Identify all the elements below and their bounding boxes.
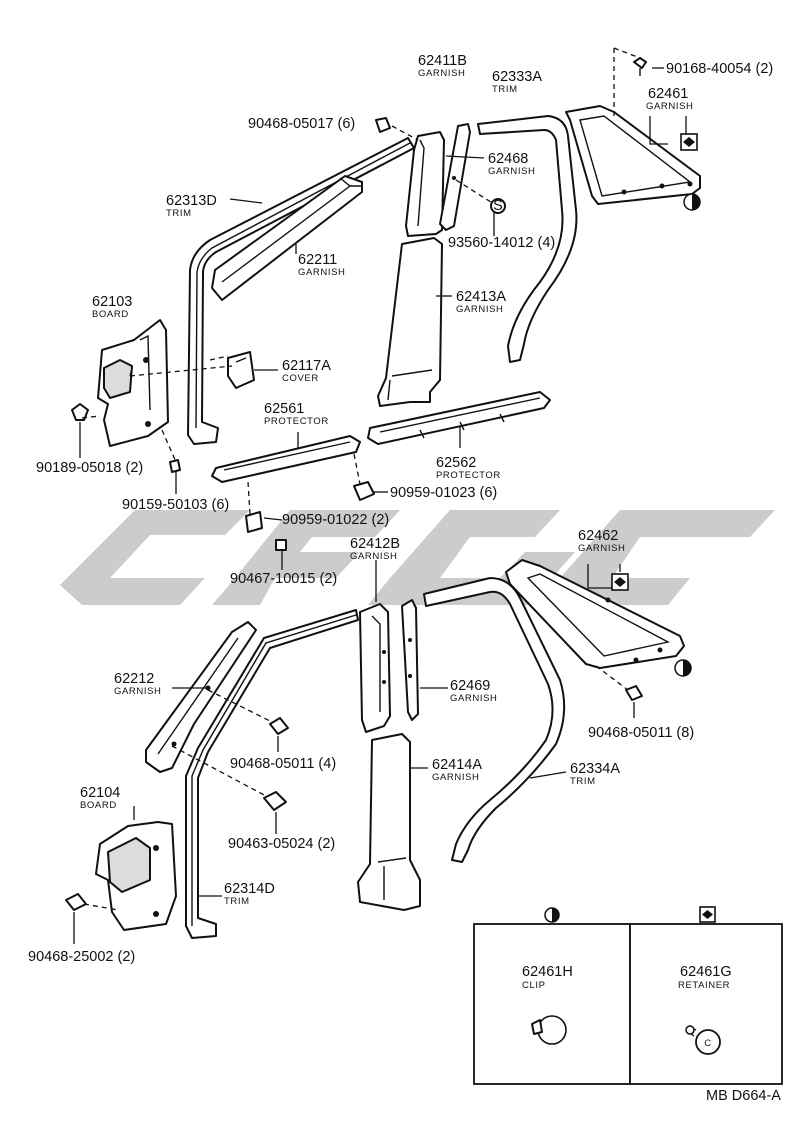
- garnish-62212: [145, 621, 257, 773]
- detail-box-retainer: [629, 923, 783, 1085]
- garnish-62469: [401, 599, 419, 721]
- label-90468-25002: 90468-25002 (2): [28, 949, 135, 965]
- label-62461: 62461: [648, 86, 688, 102]
- trim-62333A: [477, 115, 578, 363]
- label-62468-name: GARNISH: [488, 166, 535, 177]
- symbol-diamond-box-icon: [611, 133, 716, 923]
- label-62461-name: GARNISH: [646, 101, 693, 112]
- label-62333A: 62333A: [492, 69, 542, 85]
- garnish-62414A: [357, 733, 421, 911]
- label-62313D: 62313D: [166, 193, 217, 209]
- garnish-62461: [565, 105, 701, 205]
- garnish-62412B: [359, 603, 391, 733]
- label-90463-05024: 90463-05024 (2): [228, 836, 335, 852]
- label-62469: 62469: [450, 678, 490, 694]
- label-62103-name: BOARD: [92, 309, 129, 320]
- symbol-half-circle-icon: [544, 193, 701, 923]
- label-62212: 62212: [114, 671, 154, 687]
- label-90959-01022: 90959-01022 (2): [282, 512, 389, 528]
- label-90189-05018: 90189-05018 (2): [36, 460, 143, 476]
- doc-code: MB D664-A: [706, 1088, 781, 1104]
- board-62104: [95, 821, 177, 931]
- label-62414A: 62414A: [432, 757, 482, 773]
- leader-lines-upper: [79, 47, 687, 570]
- label-62334A: 62334A: [570, 761, 620, 777]
- label-62414A-name: GARNISH: [432, 772, 479, 783]
- garnish-62211: [211, 175, 363, 301]
- retainer-c-mark: C: [704, 1038, 711, 1049]
- label-62333A-name: TRIM: [492, 84, 518, 95]
- label-90468-05011-8: 90468-05011 (8): [588, 725, 694, 741]
- label-62314D: 62314D: [224, 881, 275, 897]
- label-62104-name: BOARD: [80, 800, 117, 811]
- label-62313D-name: TRIM: [166, 208, 192, 219]
- label-90468-05017: 90468-05017 (6): [248, 116, 355, 132]
- detail-box-clip: [473, 923, 631, 1085]
- trim-62314D: [185, 609, 359, 939]
- label-62334A-name: TRIM: [570, 776, 596, 787]
- label-62561-name: PROTECTOR: [264, 416, 329, 427]
- label-62103: 62103: [92, 294, 132, 310]
- label-90468-05011-4: 90468-05011 (4): [230, 756, 336, 772]
- label-62104: 62104: [80, 785, 120, 801]
- garnish-62413A: [377, 237, 443, 407]
- label-62411B: 62411B: [418, 53, 467, 69]
- protector-62562: [367, 391, 551, 445]
- trim-62313D: [187, 137, 415, 445]
- label-62469-name: GARNISH: [450, 693, 497, 704]
- protector-62561: [211, 435, 361, 483]
- board-62103: [97, 319, 169, 447]
- label-62468: 62468: [488, 151, 528, 167]
- garnish-62468: [439, 123, 471, 231]
- trim-62334A: [423, 577, 566, 863]
- fasteners-upper: [71, 57, 647, 551]
- label-62211: 62211: [298, 252, 337, 268]
- label-62117A-name: COVER: [282, 373, 319, 384]
- label-62413A-name: GARNISH: [456, 304, 503, 315]
- label-62462: 62462: [578, 528, 618, 544]
- leader-lines-lower: [73, 560, 635, 944]
- label-62562-name: PROTECTOR: [436, 470, 501, 481]
- label-62412B-name: GARNISH: [350, 551, 397, 562]
- label-62461G-name: RETAINER: [678, 980, 730, 991]
- watermark-logo: [60, 510, 775, 605]
- label-62462-name: GARNISH: [578, 543, 625, 554]
- garnish-62462: [505, 559, 685, 669]
- label-93560-14012: 93560-14012 (4): [448, 235, 555, 251]
- label-62461H: 62461H: [522, 964, 573, 980]
- label-90467-10015: 90467-10015 (2): [230, 571, 337, 587]
- label-90159-50103: 90159-50103 (6): [122, 497, 229, 513]
- symbol-s: S: [493, 198, 503, 214]
- cover-62117A: [227, 351, 255, 389]
- label-90168-40054: 90168-40054 (2): [666, 61, 773, 77]
- label-62413A: 62413A: [456, 289, 506, 305]
- label-62561: 62561: [264, 401, 304, 417]
- label-62461H-name: CLIP: [522, 980, 546, 991]
- garnish-62411B: [405, 131, 445, 237]
- label-62562: 62562: [436, 455, 476, 471]
- label-90959-01023: 90959-01023 (6): [390, 485, 497, 501]
- label-62412B: 62412B: [350, 536, 400, 552]
- label-62212-name: GARNISH: [114, 686, 161, 697]
- label-62314D-name: TRIM: [224, 896, 250, 907]
- label-62461G: 62461G: [680, 964, 732, 980]
- label-62211-name: GARNISH: [298, 267, 345, 278]
- label-62411B-name: GARNISH: [418, 68, 465, 79]
- label-62117A: 62117A: [282, 358, 331, 374]
